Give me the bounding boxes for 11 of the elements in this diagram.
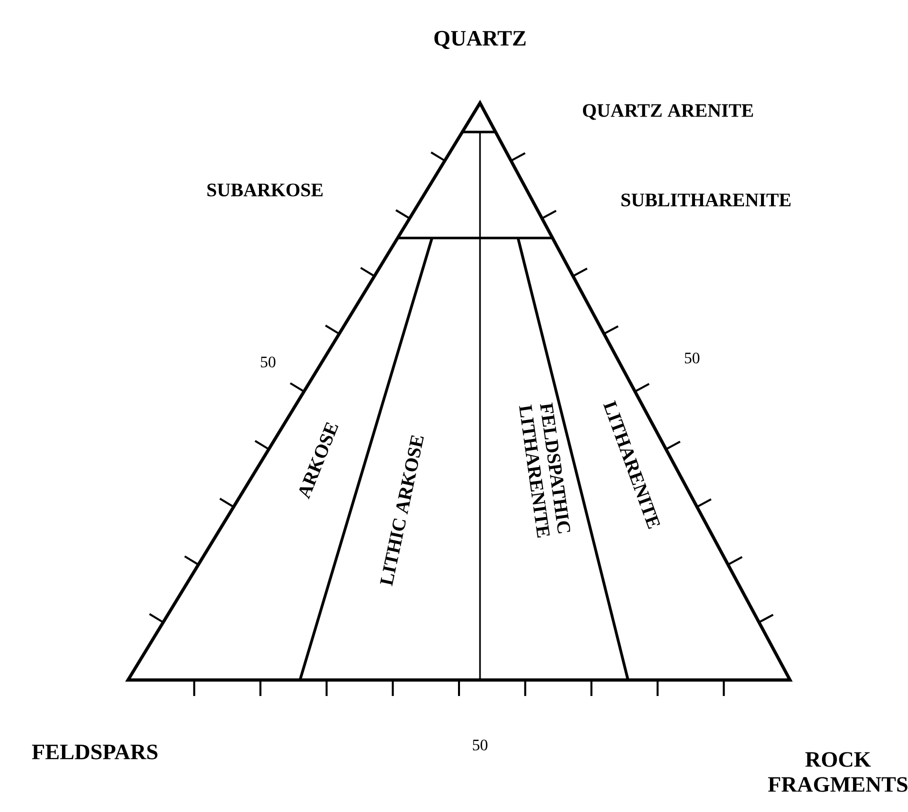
tick-label: 50 [260, 356, 276, 368]
field-label: LITHIC ARKOSE [380, 435, 424, 586]
corner-label: FELDSPARS [32, 744, 158, 760]
tick-label: 50 [472, 740, 488, 750]
corner-label: QUARTZ [434, 30, 526, 50]
corner-label: ROCK FRAGMENTS [768, 752, 908, 792]
field-label: QUARTZ ARENITE [582, 104, 753, 120]
field-label: SUBARKOSE [207, 184, 323, 196]
field-label: FELDSPATHIC LITHARENITE [519, 402, 570, 538]
field-label: SUBLITHARENITE [621, 194, 791, 206]
tick-label: 50 [684, 352, 700, 364]
